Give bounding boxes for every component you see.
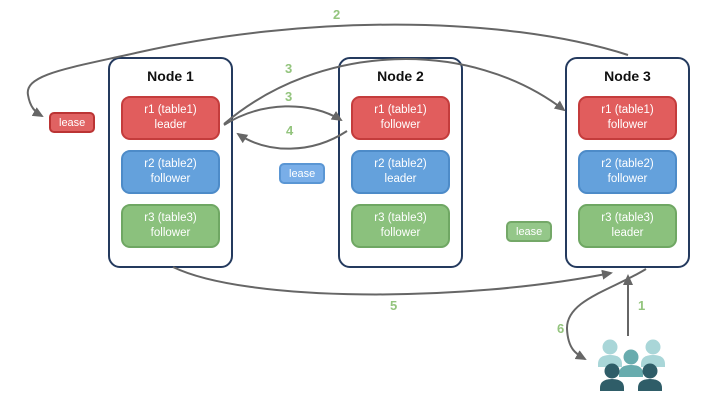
replica-node1-r3: r3 (table3) follower xyxy=(121,204,220,248)
node2-replicas: r1 (table1) follower r2 (table2) leader … xyxy=(340,96,461,248)
arrow-step-6 xyxy=(565,268,647,360)
step-label-2: 2 xyxy=(333,7,341,22)
user-figure-dark-right xyxy=(638,363,662,391)
replica-name: r2 (table2) xyxy=(144,158,197,171)
user-figure-dark-left xyxy=(600,363,624,391)
step-label-4: 4 xyxy=(286,123,294,138)
user-figure-light-left xyxy=(598,339,622,367)
node2-title: Node 2 xyxy=(377,68,424,84)
node1-title: Node 1 xyxy=(147,68,194,84)
node2-panel: Node 2 r1 (table1) follower r2 (table2) … xyxy=(338,57,463,268)
replica-node3-r3: r3 (table3) leader xyxy=(578,204,677,248)
replica-name: r1 (table1) xyxy=(144,104,197,117)
node3-replicas: r1 (table1) follower r2 (table2) followe… xyxy=(567,96,688,248)
replica-node1-r1: r1 (table1) leader xyxy=(121,96,220,140)
lease-badge-blue: lease xyxy=(279,163,326,184)
lease-badge-red: lease xyxy=(49,112,96,133)
replica-name: r3 (table3) xyxy=(374,212,427,225)
replica-role: follower xyxy=(150,173,191,185)
replica-node3-r2: r2 (table2) follower xyxy=(578,150,677,194)
replica-name: r2 (table2) xyxy=(374,158,427,171)
replica-role: follower xyxy=(607,119,648,131)
replica-node2-r3: r3 (table3) follower xyxy=(351,204,450,248)
step-label-1: 1 xyxy=(638,298,646,313)
replica-role: follower xyxy=(380,227,421,239)
replica-role: follower xyxy=(150,227,191,239)
node1-panel: Node 1 r1 (table1) leader r2 (table2) fo… xyxy=(108,57,233,268)
user-figure-light-right xyxy=(641,339,665,367)
step-label-3b: 3 xyxy=(285,89,293,104)
replica-role: follower xyxy=(607,173,648,185)
replica-name: r2 (table2) xyxy=(601,158,654,171)
users-icon xyxy=(598,339,665,391)
replica-node1-r2: r2 (table2) follower xyxy=(121,150,220,194)
step-label-3a: 3 xyxy=(285,61,293,76)
replica-name: r3 (table3) xyxy=(601,212,654,225)
replica-role: leader xyxy=(611,227,644,239)
user-figure-medium-center xyxy=(619,349,643,377)
step-label-6: 6 xyxy=(557,321,565,336)
node1-replicas: r1 (table1) leader r2 (table2) follower … xyxy=(110,96,231,248)
node3-title: Node 3 xyxy=(604,68,651,84)
arrow-step-3-to-node2 xyxy=(223,105,343,126)
replica-role: leader xyxy=(154,119,187,131)
lease-badge-green: lease xyxy=(506,221,553,242)
replica-name: r1 (table1) xyxy=(374,104,427,117)
replica-node3-r1: r1 (table1) follower xyxy=(578,96,677,140)
node3-panel: Node 3 r1 (table1) follower r2 (table2) … xyxy=(565,57,690,268)
step-label-5: 5 xyxy=(390,298,398,313)
replica-name: r1 (table1) xyxy=(601,104,654,117)
replica-name: r3 (table3) xyxy=(144,212,197,225)
replica-node2-r1: r1 (table1) follower xyxy=(351,96,450,140)
replica-role: follower xyxy=(380,119,421,131)
replica-role: leader xyxy=(384,173,417,185)
replica-node2-r2: r2 (table2) leader xyxy=(351,150,450,194)
arrow-step-5 xyxy=(172,266,613,296)
